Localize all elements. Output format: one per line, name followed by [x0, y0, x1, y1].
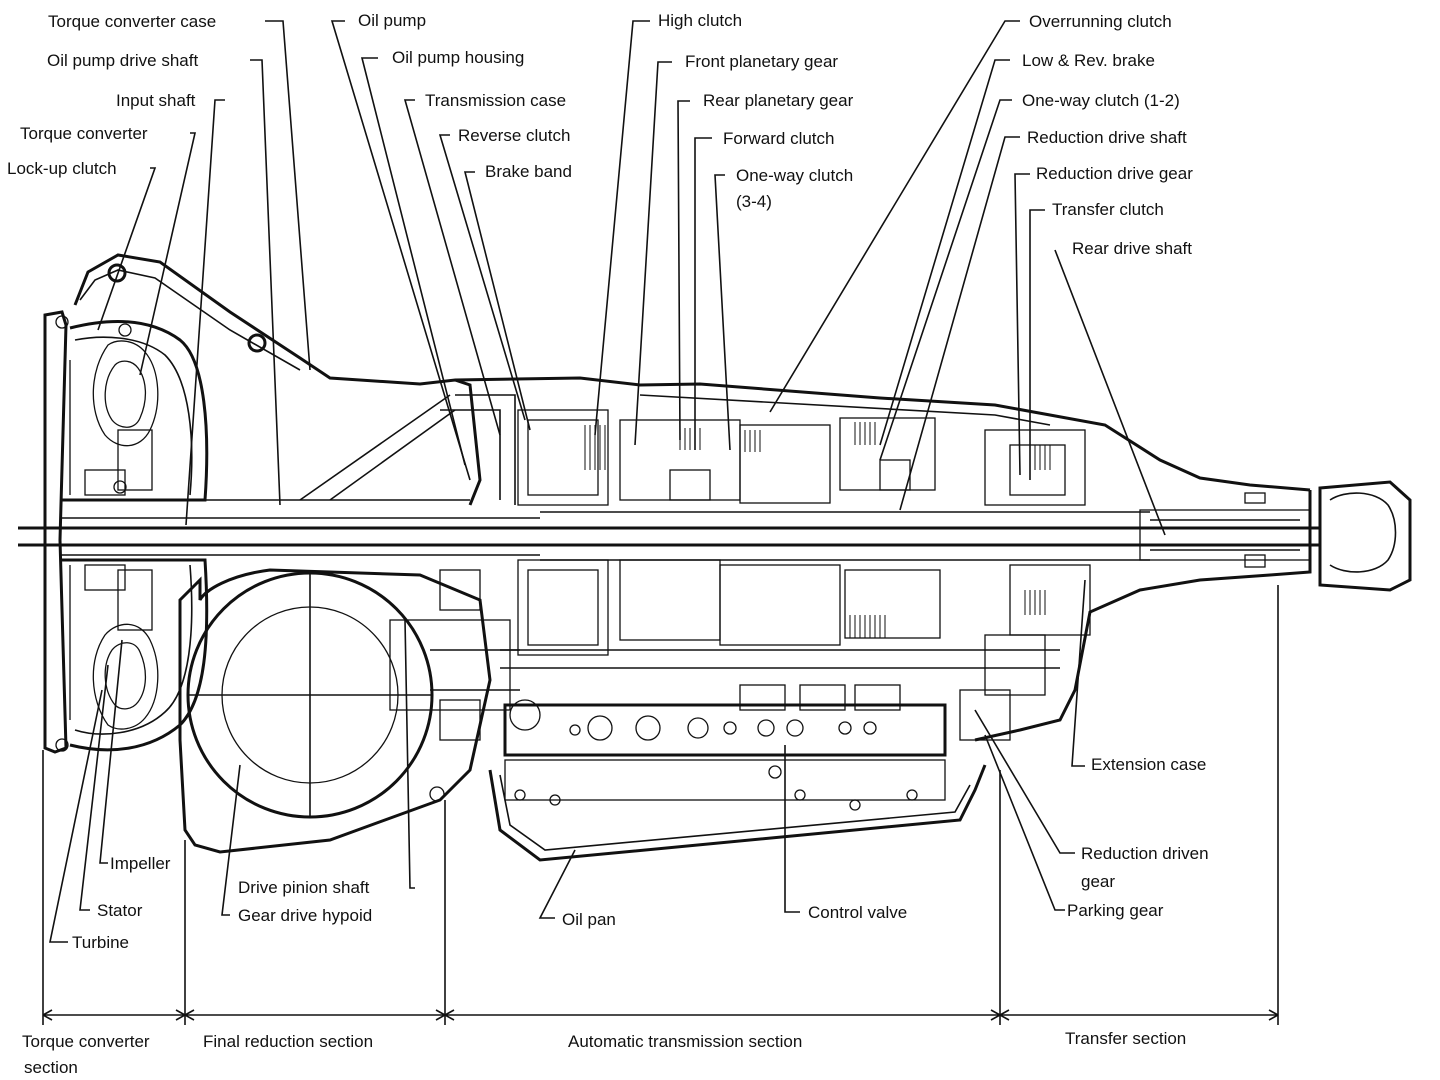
- label-rear-planetary-gear: Rear planetary gear: [703, 91, 854, 110]
- section-automatic-transmission: Automatic transmission section: [568, 1032, 802, 1051]
- clutch-plates-upper: [584, 422, 1051, 470]
- label-overrunning-clutch: Overrunning clutch: [1029, 12, 1172, 31]
- label-input-shaft: Input shaft: [116, 91, 196, 110]
- transfer-assembly: [959, 509, 1311, 741]
- label-turbine: Turbine: [72, 933, 129, 952]
- oil-pan: [488, 764, 987, 862]
- torque-converter-internals: [55, 315, 159, 752]
- leader-lines: [49, 20, 1166, 943]
- clutch-plates-lower: [849, 590, 1046, 638]
- label-control-valve: Control valve: [808, 903, 907, 922]
- label-oil-pump: Oil pump: [358, 11, 426, 30]
- lower-clutch-packs: [500, 559, 1091, 669]
- torque-converter-housing: [43, 253, 482, 754]
- label-front-planetary-gear: Front planetary gear: [685, 52, 838, 71]
- label-reduction-drive-shaft: Reduction drive shaft: [1027, 128, 1187, 147]
- label-low-rev-brake: Low & Rev. brake: [1022, 51, 1155, 70]
- label-high-clutch: High clutch: [658, 11, 742, 30]
- part-labels: Torque converter case Oil pump drive sha…: [7, 11, 1209, 952]
- upper-clutch-packs: [440, 394, 1086, 506]
- hypoid-gear-assembly: [178, 568, 520, 854]
- label-transfer-clutch: Transfer clutch: [1052, 200, 1164, 219]
- section-final-reduction: Final reduction section: [203, 1032, 373, 1051]
- section-torque-converter: Torque converter: [22, 1032, 150, 1051]
- main-shafts: [18, 394, 1320, 561]
- label-drive-pinion-shaft: Drive pinion shaft: [238, 878, 370, 897]
- label-reduction-driven-gear: Reduction driven: [1081, 844, 1209, 863]
- label-stator: Stator: [97, 901, 143, 920]
- label-one-way-clutch-12: One-way clutch (1-2): [1022, 91, 1180, 110]
- section-transfer: Transfer section: [1065, 1029, 1186, 1048]
- transmission-drawing: [18, 253, 1412, 862]
- label-reverse-clutch: Reverse clutch: [458, 126, 570, 145]
- label-reduction-driven-gear-sub: gear: [1081, 872, 1115, 891]
- label-extension-case: Extension case: [1091, 755, 1206, 774]
- label-oil-pump-drive-shaft: Oil pump drive shaft: [47, 51, 198, 70]
- label-forward-clutch: Forward clutch: [723, 129, 834, 148]
- label-torque-converter: Torque converter: [20, 124, 148, 143]
- label-torque-converter-case: Torque converter case: [48, 12, 216, 31]
- label-oil-pan: Oil pan: [562, 910, 616, 929]
- label-lockup-clutch: Lock-up clutch: [7, 159, 117, 178]
- label-parking-gear: Parking gear: [1067, 901, 1164, 920]
- section-torque-converter-sub: section: [24, 1058, 78, 1077]
- label-brake-band: Brake band: [485, 162, 572, 181]
- section-labels: Torque converter section Final reduction…: [22, 1029, 1186, 1077]
- section-dividers: [42, 585, 1279, 1025]
- label-one-way-clutch-34: One-way clutch: [736, 166, 853, 185]
- label-rear-drive-shaft: Rear drive shaft: [1072, 239, 1192, 258]
- label-transmission-case: Transmission case: [425, 91, 566, 110]
- label-one-way-clutch-34-sub: (3-4): [736, 192, 772, 211]
- control-valve-body: [503, 684, 947, 811]
- label-gear-drive-hypoid: Gear drive hypoid: [238, 906, 372, 925]
- label-impeller: Impeller: [110, 854, 171, 873]
- label-reduction-drive-gear: Reduction drive gear: [1036, 164, 1193, 183]
- transmission-case: [454, 376, 1412, 742]
- label-oil-pump-housing: Oil pump housing: [392, 48, 524, 67]
